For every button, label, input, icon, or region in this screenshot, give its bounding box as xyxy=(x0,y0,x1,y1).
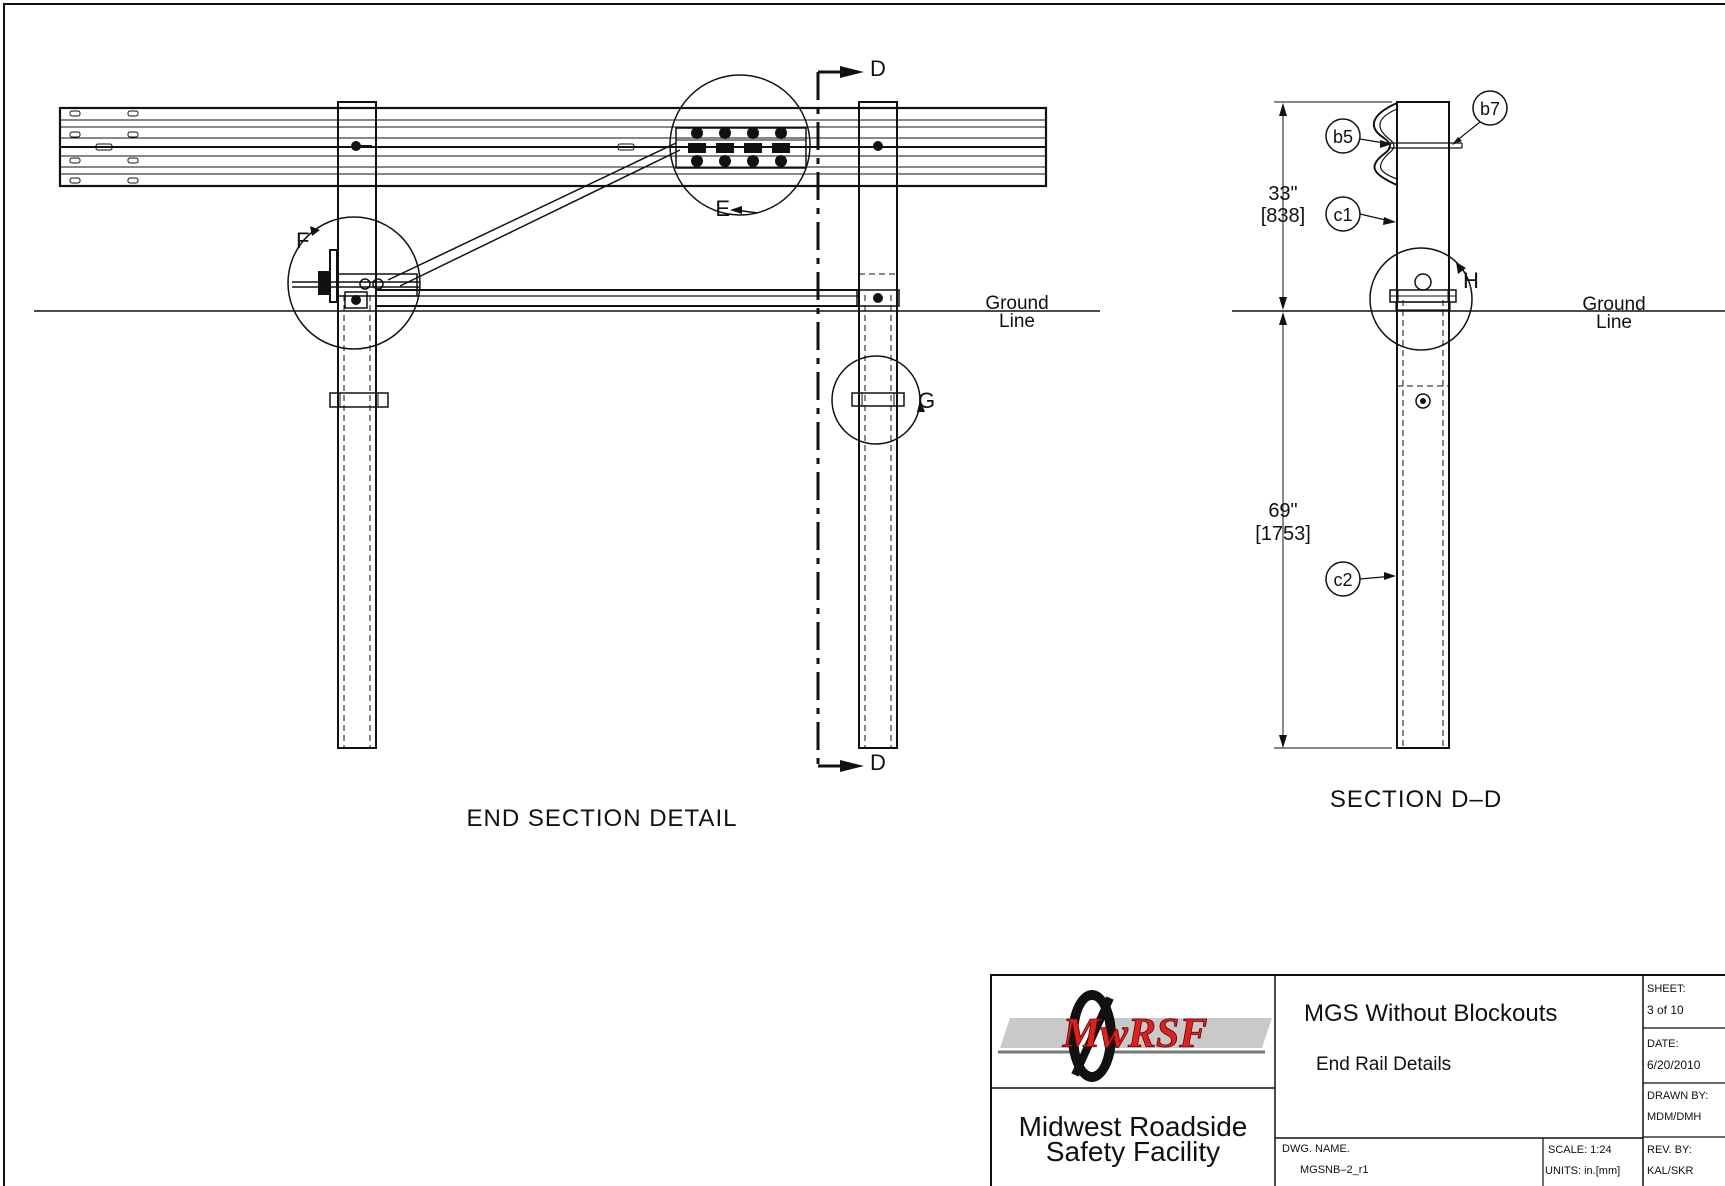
detail-label-e: E xyxy=(715,196,730,221)
section-dd: H Ground Line 33" [838] 69" [1753] b7 xyxy=(1232,90,1725,813)
callout-c2-label: c2 xyxy=(1333,570,1352,590)
detail-circle-h xyxy=(1369,247,1473,351)
detail-circle-e xyxy=(669,74,811,216)
project-title: MGS Without Blockouts xyxy=(1304,1000,1557,1027)
end-section-detail: Ground Line D D E F G E xyxy=(34,56,1100,832)
dim-upper-in: 33" xyxy=(1268,183,1297,205)
sheet-subtitle: End Rail Details xyxy=(1316,1054,1451,1075)
ground-label-bottom: Line xyxy=(999,311,1035,332)
post-right xyxy=(851,101,905,749)
w-beam-profile xyxy=(1372,102,1398,186)
callout-c2: c2 xyxy=(1325,561,1396,597)
rev-by-label: REV. BY: xyxy=(1647,1144,1692,1156)
logo-text: MwRSF xyxy=(1062,1011,1208,1057)
sheet-border xyxy=(3,3,1725,1186)
dimension-lines xyxy=(1274,101,1392,749)
section-cut-line xyxy=(816,66,864,772)
detail-label-f: F xyxy=(296,228,309,253)
section-post xyxy=(1396,101,1450,749)
units-label: UNITS: in.[mm] xyxy=(1545,1165,1620,1177)
section-dd-title: SECTION D–D xyxy=(1330,786,1502,813)
org-name-line-2: Safety Facility xyxy=(1046,1136,1220,1167)
dim-upper-mm: [838] xyxy=(1261,205,1305,227)
mwrsf-logo: MwRSF xyxy=(998,990,1272,1082)
date-value: 6/20/2010 xyxy=(1647,1058,1701,1072)
callout-b7-label: b7 xyxy=(1480,99,1500,119)
callout-c1-label: c1 xyxy=(1333,205,1352,225)
drawn-by-label: DRAWN BY: xyxy=(1647,1090,1708,1102)
scale-label: SCALE: 1:24 xyxy=(1548,1144,1612,1156)
org-name-line-1: Midwest Roadside xyxy=(1019,1111,1248,1142)
section-cut-label-bottom: D xyxy=(870,750,886,775)
section-cut-label-top: D xyxy=(870,56,886,81)
dwg-name-value: MGSNB–2_r1 xyxy=(1300,1164,1368,1176)
callout-c1: c1 xyxy=(1325,196,1396,232)
date-label: DATE: xyxy=(1647,1038,1679,1050)
bearing-plate-anchor xyxy=(292,142,681,309)
callout-b7: b7 xyxy=(1452,90,1508,145)
ground-label-top: Ground xyxy=(985,293,1048,314)
callout-b5: b5 xyxy=(1325,118,1392,154)
sheet-label: SHEET: xyxy=(1647,983,1686,995)
detail-circle-g xyxy=(831,355,925,445)
title-block: MwRSF Midwest Roadside Safety Facility M… xyxy=(990,974,1725,1186)
detail-label-h: H xyxy=(1463,268,1479,293)
drawn-by-value: MDM/DMH xyxy=(1647,1111,1701,1123)
cable-anchor-bracket xyxy=(675,127,807,169)
dwg-name-label: DWG. NAME. xyxy=(1282,1143,1350,1155)
detail-label-g: G xyxy=(918,388,935,413)
sheet-value: 3 of 10 xyxy=(1647,1003,1684,1017)
post-left xyxy=(329,101,389,749)
ground-strut xyxy=(376,289,859,307)
callout-b5-label: b5 xyxy=(1333,127,1353,147)
w-beam-rail xyxy=(58,106,1048,188)
detail-circle-f xyxy=(287,216,421,350)
section-ground-label-top: Ground xyxy=(1582,294,1645,315)
end-section-title: END SECTION DETAIL xyxy=(467,805,738,832)
section-ground-label-bottom: Line xyxy=(1596,312,1632,333)
dim-lower-in: 69" xyxy=(1268,500,1297,522)
dim-lower-mm: [1753] xyxy=(1255,523,1311,545)
rev-by-value: KAL/SKR xyxy=(1647,1165,1694,1177)
